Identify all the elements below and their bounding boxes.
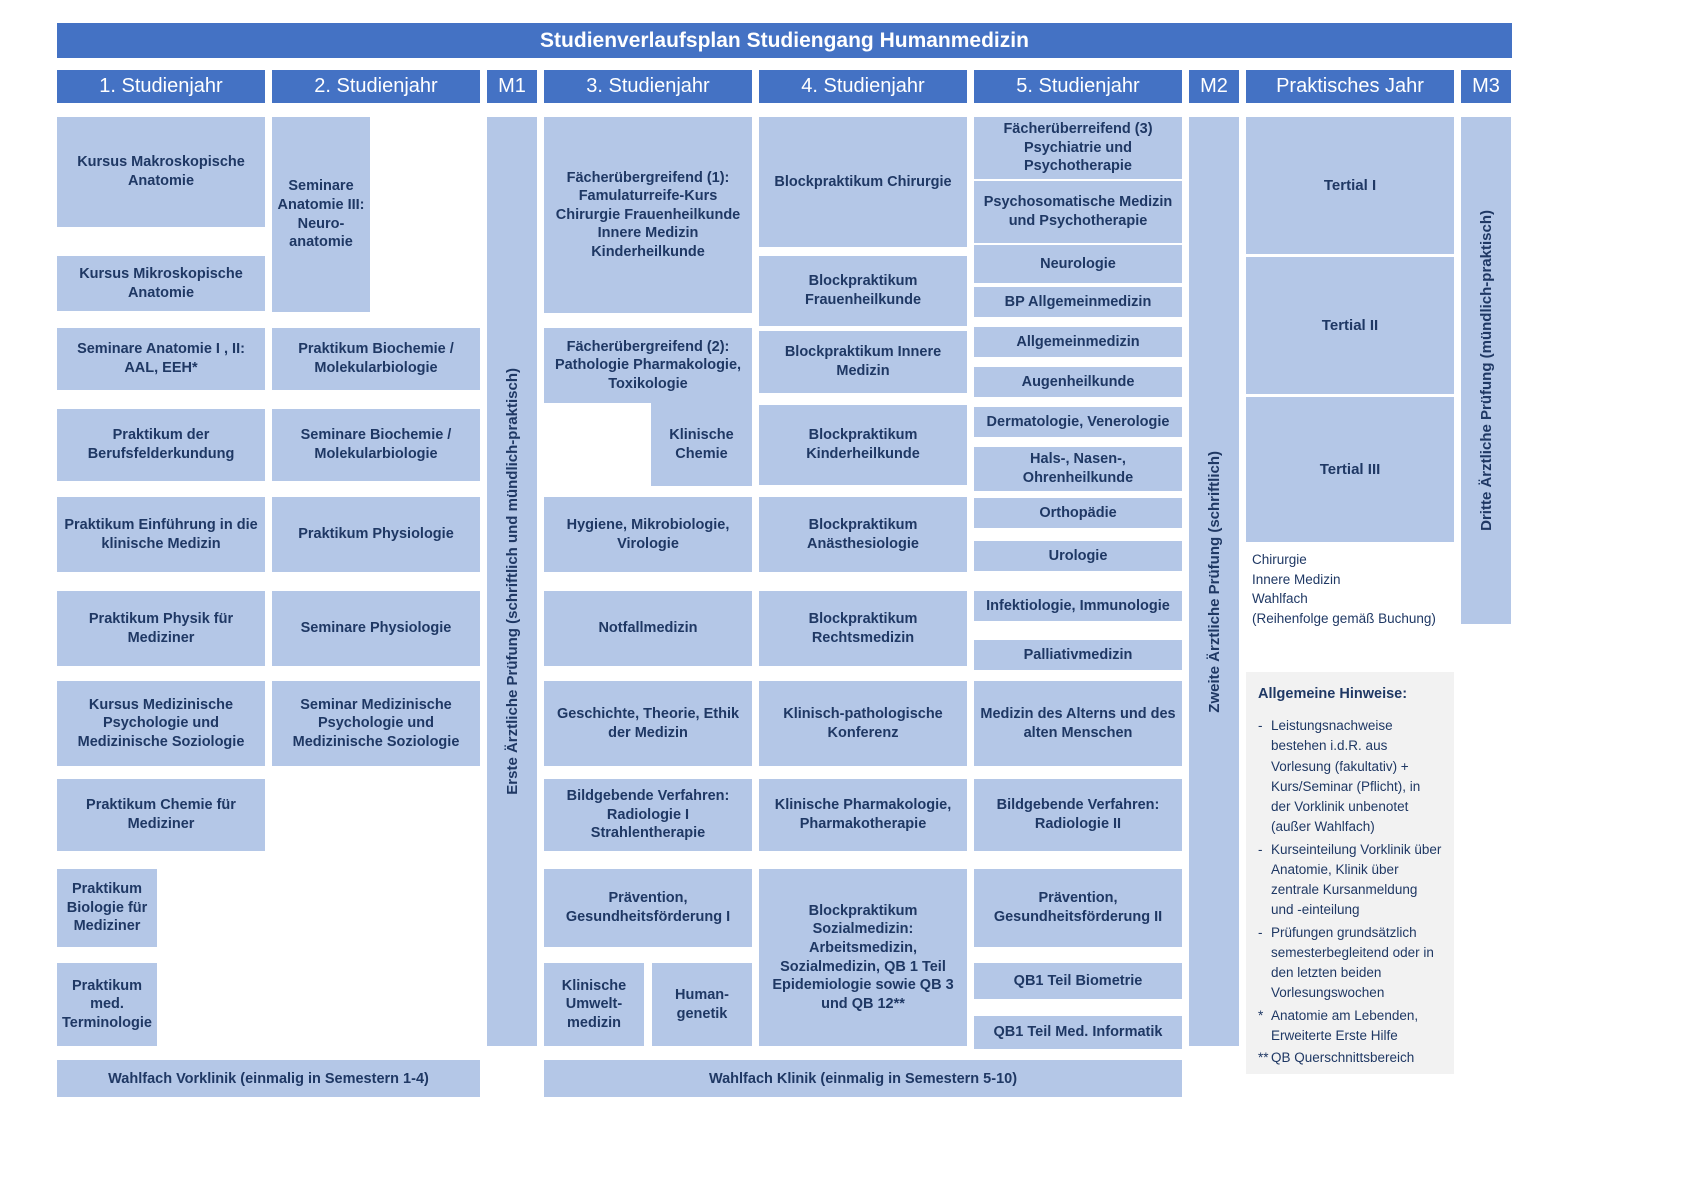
course-box: Neurologie: [974, 245, 1182, 283]
course-box: Blockpraktikum Chirurgie: [759, 117, 967, 247]
course-box: Klinische Pharmakologie, Pharmakotherapi…: [759, 779, 967, 851]
course-box: Bildgebende Verfahren: Radiologie II: [974, 779, 1182, 851]
general-notes-panel: Allgemeine Hinweise: - Leistungsnachweis…: [1246, 672, 1454, 1074]
column-header-m1: M1: [487, 70, 537, 103]
course-box: Notfallmedizin: [544, 591, 752, 666]
course-box: QB1 Teil Biometrie: [974, 963, 1182, 999]
course-box: Prävention, Gesundheitsförderung II: [974, 869, 1182, 947]
note-item: - Prüfungen grundsätzlich semesterbeglei…: [1258, 923, 1442, 1004]
note-item: * Anatomie am Lebenden, Erweiterte Erste…: [1258, 1006, 1442, 1047]
course-box: Blockpraktikum Sozialmedizin: Arbeitsmed…: [759, 869, 967, 1046]
course-box: Praktikum Biochemie / Molekularbiologie: [272, 328, 480, 390]
course-box: Praktikum Physiologie: [272, 497, 480, 572]
course-box: Fächerübergreifend (1): Famulaturreife-K…: [544, 117, 752, 313]
course-box: Praktikum med. Terminologie: [57, 963, 157, 1046]
course-box: Seminare Physiologie: [272, 591, 480, 666]
course-box: Kursus Makroskopische Anatomie: [57, 117, 265, 227]
course-box: Blockpraktikum Rechtsmedizin: [759, 591, 967, 666]
course-box: Kursus Mikroskopische Anatomie: [57, 256, 265, 311]
course-box: Klinische Chemie: [651, 403, 752, 486]
note-marker: -: [1258, 924, 1263, 940]
course-box: Praktikum Biologie für Mediziner: [57, 869, 157, 947]
note-item: - Kurseinteilung Vorklinik über Anatomie…: [1258, 840, 1442, 921]
course-box: Bildgebende Verfahren: Radiologie I Stra…: [544, 779, 752, 851]
course-box: Geschichte, Theorie, Ethik der Medizin: [544, 681, 752, 766]
note-text: Prüfungen grundsätzlich semesterbegleite…: [1271, 924, 1434, 1001]
wahlfach-klinik-bar: Wahlfach Klinik (einmalig in Semestern 5…: [544, 1060, 1182, 1097]
note-marker: **: [1258, 1050, 1269, 1065]
course-box: Human-genetik: [652, 963, 752, 1046]
course-box: Orthopädie: [974, 498, 1182, 528]
exam-m3-bar: Dritte Ärztliche Prüfung (mündlich-prakt…: [1461, 117, 1511, 624]
note-text: Kurseinteilung Vorklinik über Anatomie, …: [1271, 841, 1442, 918]
course-box: Hygiene, Mikrobiologie, Virologie: [544, 497, 752, 572]
tertial-box: Tertial II: [1246, 257, 1454, 394]
column-header-year2: 2. Studienjahr: [272, 70, 480, 103]
note-text: Anatomie am Lebenden, Erweiterte Erste H…: [1271, 1007, 1419, 1043]
note-marker: *: [1258, 1007, 1264, 1023]
course-box: Blockpraktikum Innere Medizin: [759, 331, 967, 393]
note-item: ** QB Querschnittsbereich: [1258, 1048, 1442, 1068]
general-notes-heading: Allgemeine Hinweise:: [1258, 686, 1408, 702]
note-text: Leistungsnachweise bestehen i.d.R. aus V…: [1271, 718, 1421, 835]
exam-m1-label: Erste Ärztliche Prüfung (schriftlich und…: [503, 368, 521, 795]
course-box: Praktikum Einführung in die klinische Me…: [57, 497, 265, 572]
note-text: QB Querschnittsbereich: [1271, 1050, 1415, 1065]
course-box: Praktikum Physik für Mediziner: [57, 591, 265, 666]
column-header-year1: 1. Studienjahr: [57, 70, 265, 103]
exam-m2-bar: Zweite Ärztliche Prüfung (schriftlich): [1189, 117, 1239, 1046]
course-box: Praktikum Chemie für Mediziner: [57, 779, 265, 851]
course-box: Kursus Medizinische Psychologie und Medi…: [57, 681, 265, 766]
course-box: Medizin des Alterns und des alten Mensch…: [974, 681, 1182, 766]
course-box: Psychosomatische Medizin und Psychothera…: [974, 181, 1182, 243]
column-header-year3: 3. Studienjahr: [544, 70, 752, 103]
exam-m3-label: Dritte Ärztliche Prüfung (mündlich-prakt…: [1477, 210, 1495, 531]
note-item: - Leistungsnachweise bestehen i.d.R. aus…: [1258, 716, 1442, 838]
course-box: Seminare Biochemie / Molekularbiologie: [272, 409, 480, 481]
course-box: Infektiologie, Immunologie: [974, 591, 1182, 621]
page-title: Studienverlaufsplan Studiengang Humanmed…: [57, 23, 1512, 58]
course-box: Urologie: [974, 541, 1182, 571]
wahlfach-vorklinik-bar: Wahlfach Vorklinik (einmalig in Semester…: [57, 1060, 480, 1097]
course-box: Blockpraktikum Anästhesiologie: [759, 497, 967, 572]
note-marker: -: [1258, 841, 1263, 857]
column-header-year4: 4. Studienjahr: [759, 70, 967, 103]
course-box: Blockpraktikum Kinderheilkunde: [759, 405, 967, 485]
exam-m1-bar: Erste Ärztliche Prüfung (schriftlich und…: [487, 117, 537, 1046]
course-box: Praktikum der Berufsfelderkundung: [57, 409, 265, 481]
course-box: Klinische Umwelt-medizin: [544, 963, 644, 1046]
course-box: Palliativmedizin: [974, 640, 1182, 670]
tertial-box: Tertial III: [1246, 397, 1454, 542]
course-box: Dermatologie, Venerologie: [974, 407, 1182, 437]
course-box: Seminare Anatomie III: Neuro-anatomie: [272, 117, 370, 312]
course-box: BP Allgemeinmedizin: [974, 287, 1182, 317]
tertial-box: Tertial I: [1246, 117, 1454, 254]
column-header-year5: 5. Studienjahr: [974, 70, 1182, 103]
pj-rotation-note: Chirurgie Innere Medizin Wahlfach (Reihe…: [1252, 552, 1436, 626]
general-notes-list: - Leistungsnachweise bestehen i.d.R. aus…: [1258, 716, 1442, 1068]
course-box: Fächerüberreifend (3) Psychiatrie und Ps…: [974, 117, 1182, 179]
column-header-pj: Praktisches Jahr: [1246, 70, 1454, 103]
course-box: Hals-, Nasen-, Ohrenheilkunde: [974, 447, 1182, 491]
course-box: Blockpraktikum Frauenheilkunde: [759, 256, 967, 326]
course-box: Seminar Medizinische Psychologie und Med…: [272, 681, 480, 766]
column-header-m3: M3: [1461, 70, 1511, 103]
course-box: QB1 Teil Med. Informatik: [974, 1016, 1182, 1049]
course-box: Klinisch-pathologische Konferenz: [759, 681, 967, 766]
course-box: Fächerübergreifend (2): Pathologie Pharm…: [544, 328, 752, 403]
course-box: Allgemeinmedizin: [974, 327, 1182, 357]
course-box: Prävention, Gesundheitsförderung I: [544, 869, 752, 947]
column-header-m2: M2: [1189, 70, 1239, 103]
course-box: Seminare Anatomie I , II: AAL, EEH*: [57, 328, 265, 390]
exam-m2-label: Zweite Ärztliche Prüfung (schriftlich): [1205, 450, 1223, 713]
note-marker: -: [1258, 718, 1263, 733]
course-box: Augenheilkunde: [974, 367, 1182, 397]
